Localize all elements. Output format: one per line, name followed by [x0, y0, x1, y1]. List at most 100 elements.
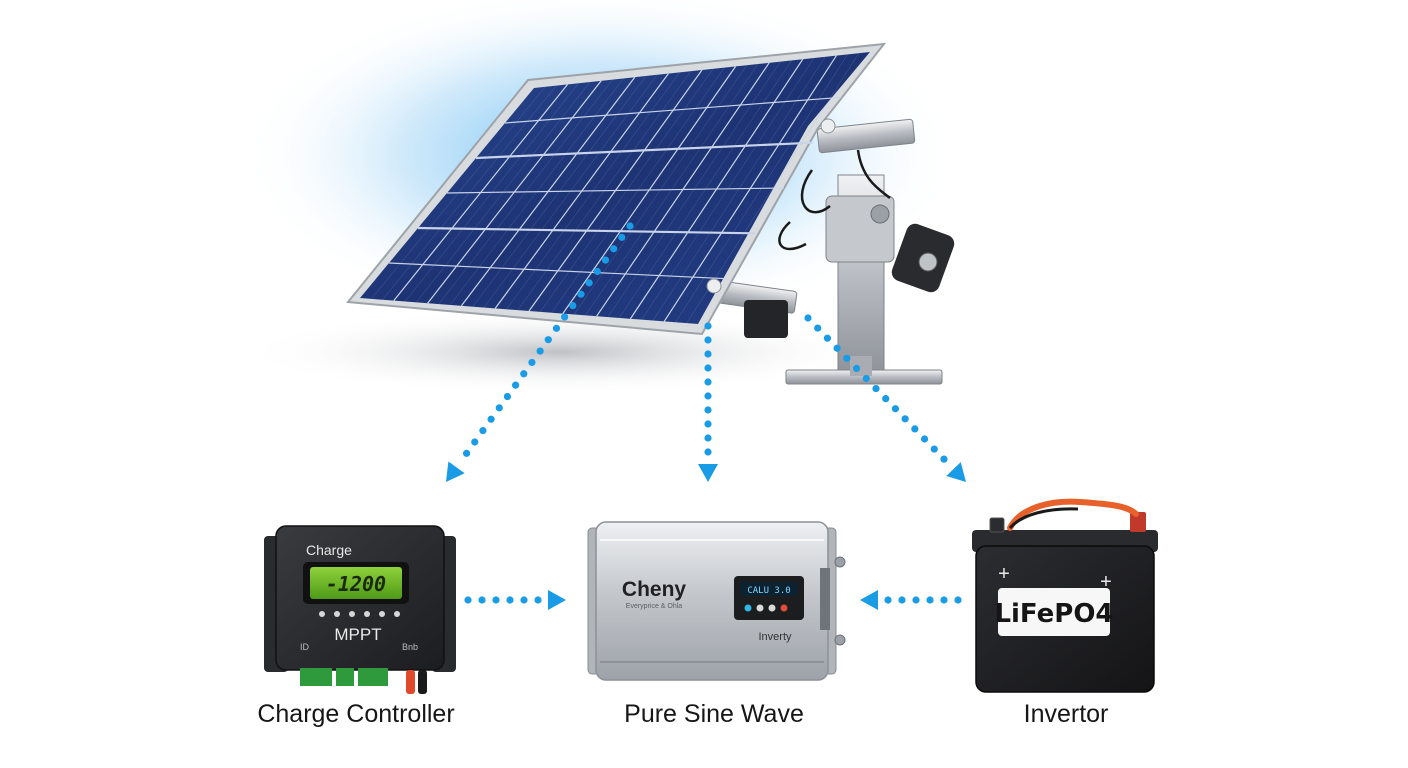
- flow-arrows: [446, 222, 966, 610]
- panel-grid-line: [641, 57, 815, 320]
- inverter-brand: Cheny: [622, 578, 687, 601]
- arrow-controller-to-inverter: [464, 590, 566, 610]
- arrow-head: [860, 590, 878, 610]
- arrow-head: [946, 462, 966, 482]
- terminal-wire-red: [406, 670, 415, 694]
- terminal-block: [336, 668, 354, 686]
- arrow-dot: [593, 267, 601, 276]
- mount-arm-top: [816, 118, 916, 154]
- arrow-dot: [704, 434, 712, 442]
- battery-terminal-neg: [989, 517, 1005, 533]
- arrow-dot: [930, 445, 938, 453]
- inverter-vent: [820, 568, 830, 630]
- arrow-panel-to-battery: [804, 314, 966, 482]
- panel-grid-line: [417, 226, 756, 235]
- arrow-dot: [479, 427, 487, 435]
- controller-side-right: Bnb: [402, 642, 418, 652]
- arrow-panel-to-inverter: [698, 322, 718, 482]
- battery-cable-black: [1008, 507, 1079, 530]
- inverter-device: [587, 521, 846, 681]
- arrow-dot: [506, 596, 514, 604]
- arrow-dot: [926, 596, 934, 604]
- panel-cells: [360, 52, 870, 324]
- arrow-dot: [843, 354, 851, 362]
- panel-grid-line: [388, 262, 727, 280]
- arrow-dot: [503, 392, 512, 401]
- arrow-dot: [884, 596, 892, 604]
- arrow-dot: [520, 596, 528, 604]
- panel-grid-line: [686, 53, 860, 324]
- panel-grid-line: [506, 72, 680, 310]
- arrow-dot: [833, 344, 841, 352]
- panel-clip: [706, 278, 722, 294]
- caption-invertor: Invertor: [1023, 700, 1109, 728]
- mount-knob-cap: [918, 252, 938, 272]
- controller-model-label: MPPT: [334, 625, 381, 644]
- arrow-dot: [495, 404, 503, 412]
- arrow-dot: [704, 336, 712, 344]
- panel-ground-shadow: [240, 310, 880, 394]
- panel-grid-line: [573, 65, 748, 315]
- arrow-dot: [601, 256, 610, 264]
- arrow-dot: [704, 448, 712, 456]
- solar-panel-icon: [346, 42, 955, 385]
- arrow-dot: [585, 279, 593, 287]
- arrow-dot: [704, 420, 712, 428]
- inverter-model-label: Inverty: [758, 631, 792, 643]
- panel-grid-line: [371, 86, 546, 300]
- arm-end-cap: [744, 300, 788, 338]
- arrow-dot: [626, 222, 634, 230]
- arrow-dot: [882, 395, 890, 403]
- arrow-dot: [911, 425, 919, 433]
- panel-grid-line: [438, 79, 613, 305]
- arrow-dot: [520, 370, 528, 378]
- arrow-dot: [891, 405, 900, 413]
- controller-brand-label: Charge: [306, 542, 352, 558]
- panel-grid-line: [540, 68, 714, 313]
- arrow-dot: [852, 364, 861, 373]
- mount-bolt: [870, 204, 890, 224]
- arrow-dot: [704, 322, 712, 330]
- panel-grid-line: [517, 71, 692, 311]
- inverter-brand-sub: Everyprice & Ohla: [626, 603, 683, 610]
- battery-device: [972, 498, 1158, 693]
- panel-grid-line: [675, 54, 848, 323]
- inverter-port: [834, 556, 846, 568]
- arrow-dot: [487, 415, 495, 423]
- panel-grid-line: [618, 60, 792, 319]
- arrow-dot: [814, 324, 822, 332]
- battery-plus-left: +: [998, 563, 1010, 585]
- arrow-dot: [577, 290, 585, 298]
- terminal-block: [300, 668, 332, 686]
- mount-base-foot: [850, 356, 872, 376]
- panel-grid-line: [404, 83, 579, 302]
- arrow-dot: [512, 381, 520, 389]
- arrow-dot: [823, 334, 832, 342]
- panel-grid-line: [585, 63, 759, 316]
- arrow-dot: [954, 596, 962, 604]
- arrow-dot: [536, 347, 544, 355]
- panel-grid-line: [475, 141, 813, 160]
- inverter-port: [834, 634, 846, 646]
- arrow-dot: [704, 406, 712, 414]
- arrow-dot: [618, 233, 626, 241]
- panel-grid-line: [472, 75, 647, 307]
- arrow-panel-to-controller: [446, 222, 634, 482]
- arrow-dot: [561, 313, 569, 321]
- charge-controller-device: [264, 525, 456, 694]
- arrow-dot: [804, 314, 812, 322]
- panel-grid-line: [652, 56, 826, 321]
- arrow-dot: [610, 245, 618, 253]
- controller-side-left: ID: [300, 642, 310, 652]
- panel-cable-2: [856, 149, 891, 199]
- controller-button-row: [319, 611, 400, 617]
- panel-grid-line: [607, 61, 781, 318]
- controller-display-value: -1200: [326, 572, 386, 596]
- arrow-dot: [534, 596, 542, 604]
- arrow-dot: [704, 378, 712, 386]
- arrow-dot: [569, 301, 577, 310]
- arrow-dot: [920, 435, 929, 443]
- arrow-dot: [464, 596, 472, 604]
- panel-cell-grid: [371, 53, 860, 324]
